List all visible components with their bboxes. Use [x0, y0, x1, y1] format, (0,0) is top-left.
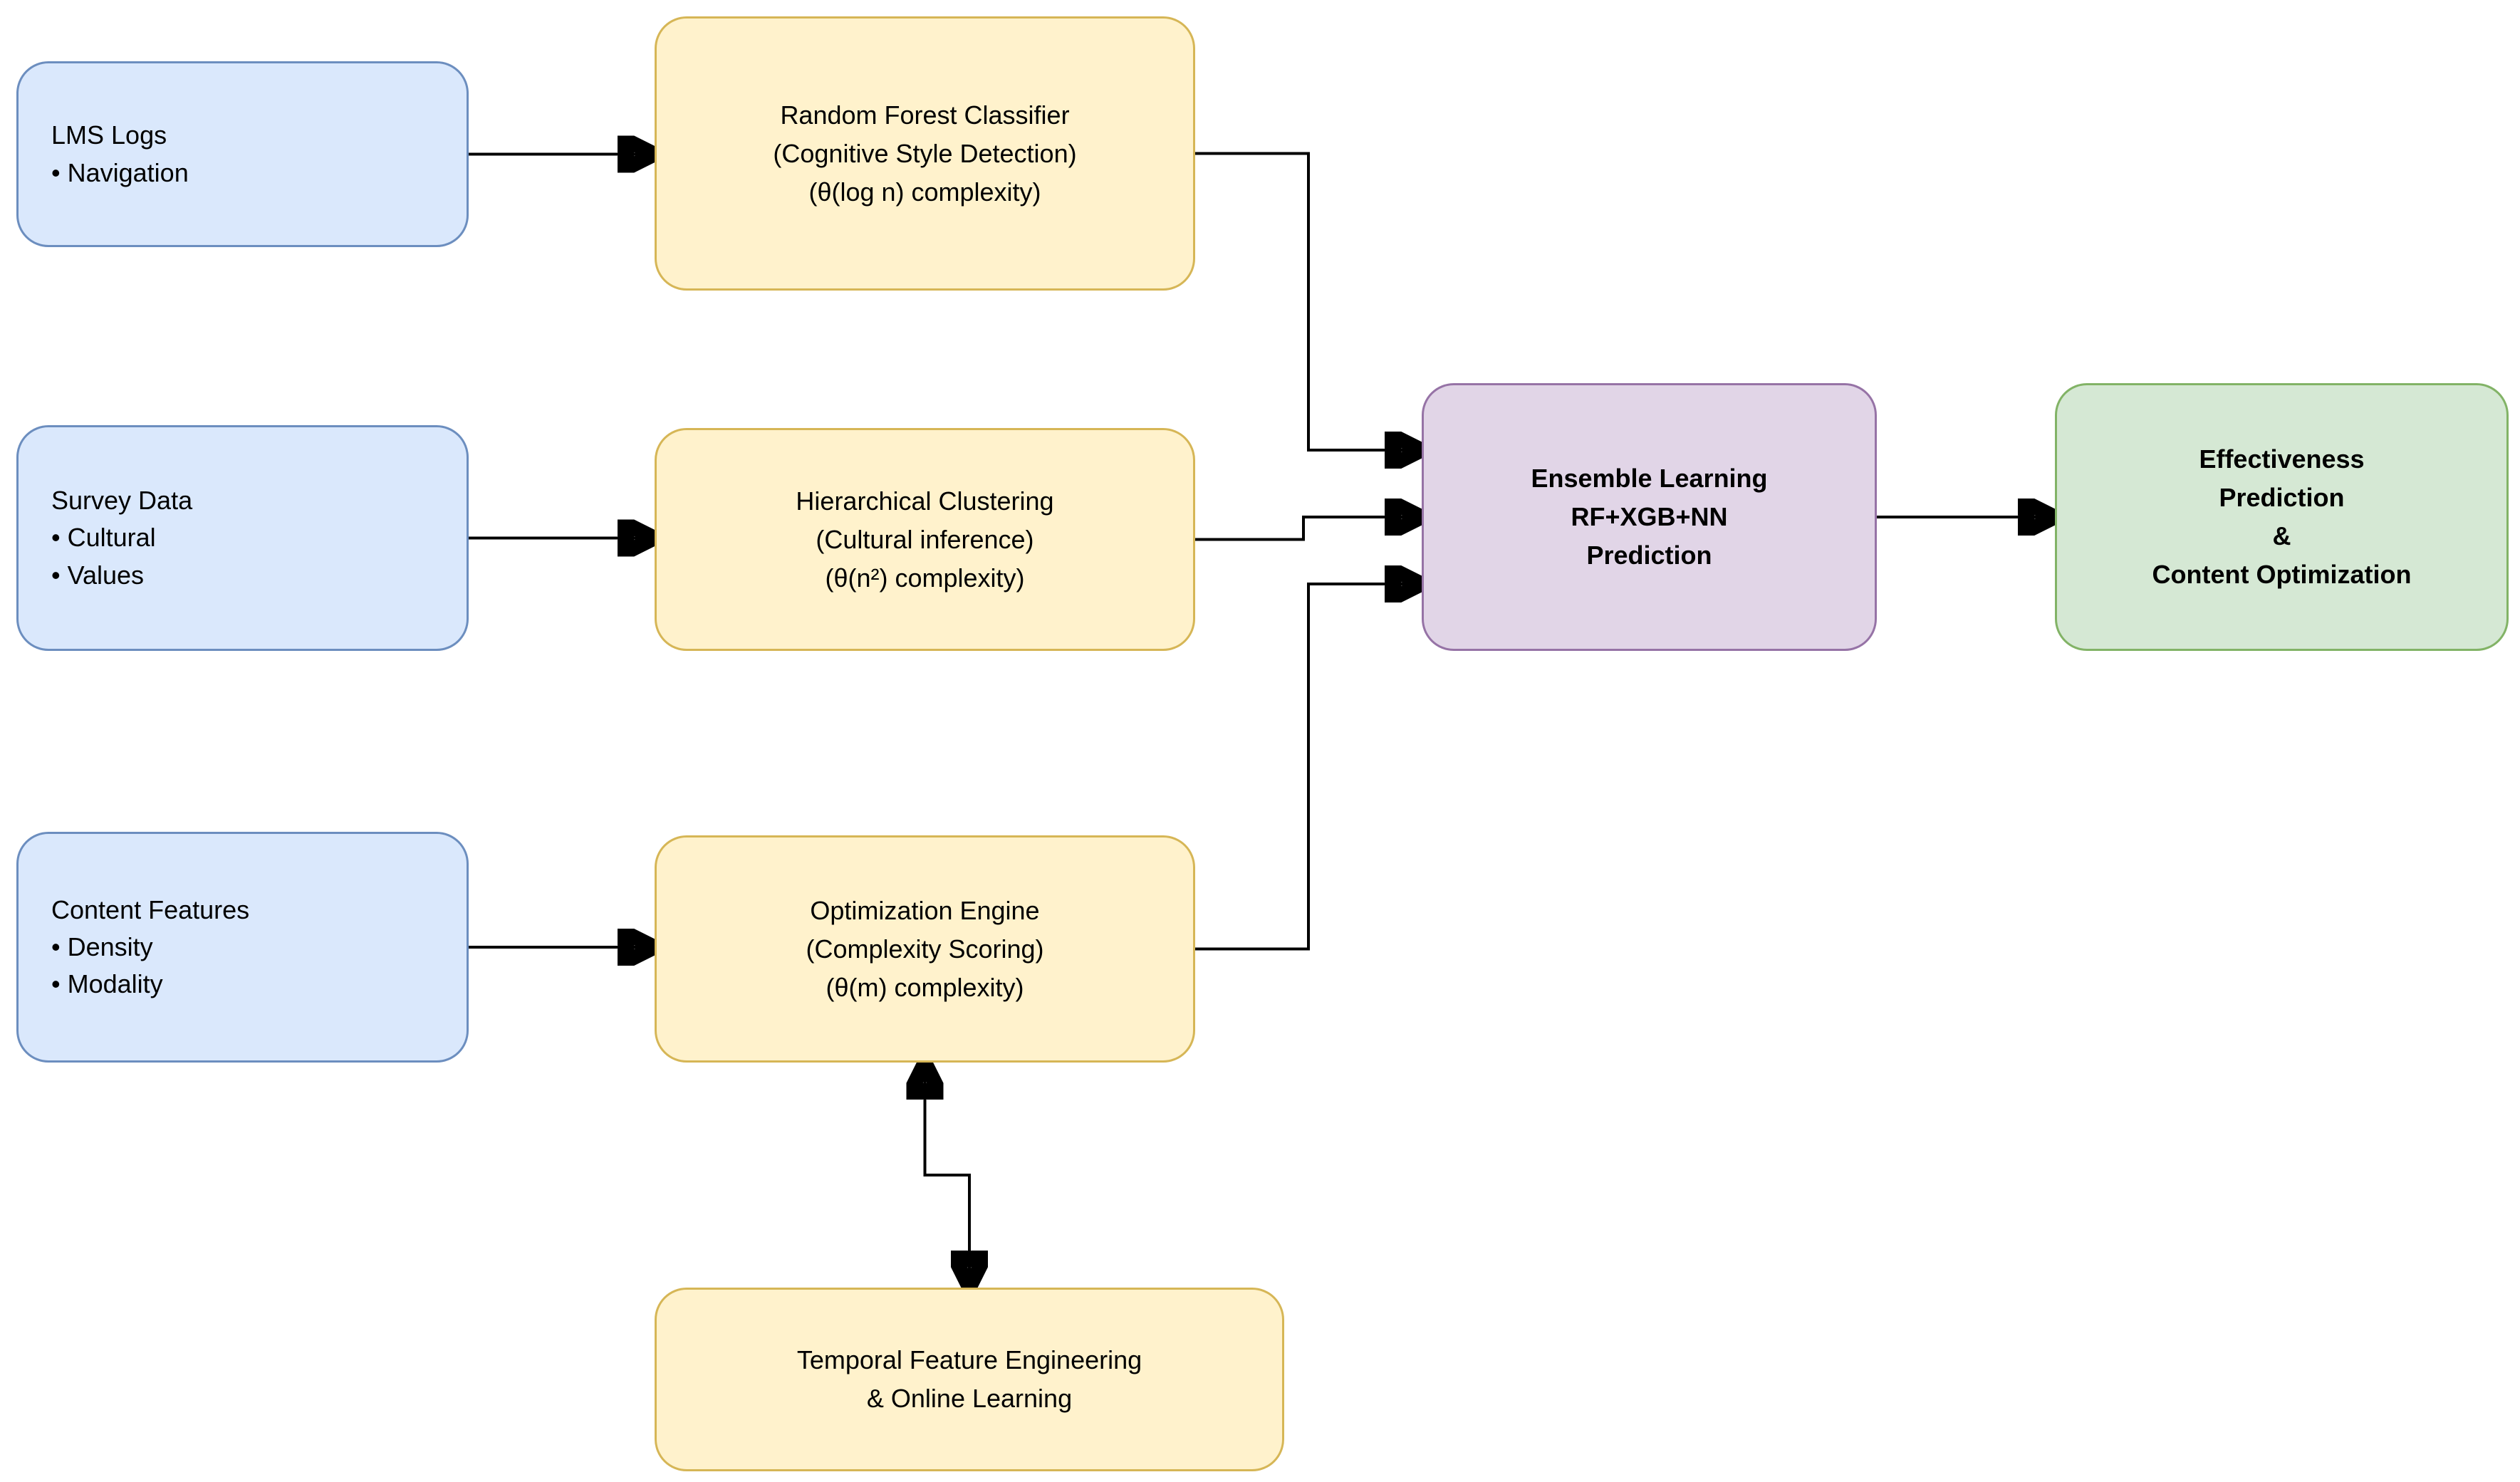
node-survey-data: Survey Data • Cultural • Values [16, 425, 469, 651]
arrow-temporal-to-optimization [925, 1063, 969, 1176]
node-random-forest-label: Random Forest Classifier (Cognitive Styl… [773, 100, 1077, 207]
node-hierarchical-clustering: Hierarchical Clustering (Cultural infere… [655, 428, 1195, 651]
node-ensemble-label: Ensemble Learning RF+XGB+NN Prediction [1531, 464, 1768, 570]
arrow-optimization-to-temporal [925, 1174, 970, 1288]
node-ensemble-learning: Ensemble Learning RF+XGB+NN Prediction [1422, 383, 1877, 651]
node-effectiveness-prediction: Effectiveness Prediction & Content Optim… [2055, 383, 2509, 651]
node-optimization-engine-label: Optimization Engine (Complexity Scoring)… [806, 895, 1044, 1002]
node-lms-logs-label: LMS Logs • Navigation [51, 120, 189, 187]
node-random-forest-classifier: Random Forest Classifier (Cognitive Styl… [655, 16, 1195, 291]
node-content-features: Content Features • Density • Modality [16, 832, 469, 1063]
node-temporal-feature-engineering: Temporal Feature Engineering & Online Le… [655, 1288, 1284, 1471]
arrow-random-forest-to-ensemble [1195, 152, 1422, 451]
node-optimization-engine: Optimization Engine (Complexity Scoring)… [655, 835, 1195, 1063]
node-survey-data-label: Survey Data • Cultural • Values [51, 486, 193, 590]
node-temporal-label: Temporal Feature Engineering & Online Le… [796, 1345, 1142, 1413]
arrow-hierarchical-to-ensemble [1195, 517, 1422, 541]
node-effectiveness-label: Effectiveness Prediction & Content Optim… [2152, 444, 2412, 589]
arrow-optimization-to-ensemble [1195, 584, 1422, 951]
node-lms-logs: LMS Logs • Navigation [16, 61, 469, 247]
node-content-features-label: Content Features • Density • Modality [51, 894, 250, 999]
node-hierarchical-label: Hierarchical Clustering (Cultural infere… [796, 486, 1054, 593]
